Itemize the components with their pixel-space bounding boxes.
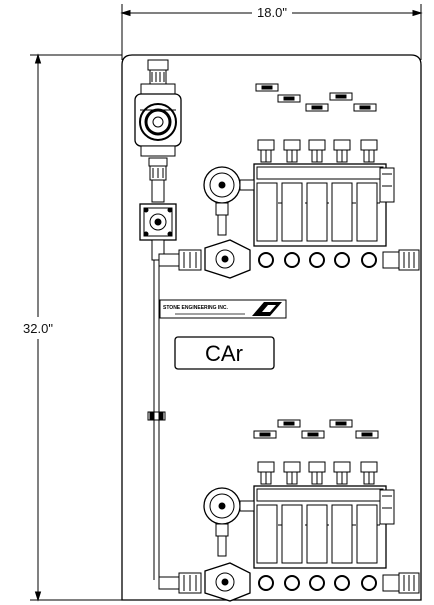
width-dimension: 18.0" bbox=[120, 4, 423, 60]
panel-outline bbox=[121, 54, 422, 601]
width-dimension-label: 18.0" bbox=[257, 5, 287, 20]
lower-manifold-body bbox=[253, 485, 395, 569]
company-logo-plate: STONE ENGINEERING INC. bbox=[159, 299, 287, 319]
upper-gauge bbox=[203, 166, 255, 236]
height-dimension: 32.0" bbox=[23, 53, 122, 602]
company-logo-text: STONE ENGINEERING INC. bbox=[163, 305, 229, 311]
lower-mounting-clips bbox=[253, 419, 379, 439]
filter-block bbox=[139, 203, 177, 261]
vertical-supply-line bbox=[147, 260, 166, 580]
lower-gauge bbox=[203, 487, 255, 557]
gas-name-plate: CAr bbox=[174, 336, 275, 370]
pressure-regulator bbox=[134, 83, 182, 157]
connector-fitting bbox=[148, 157, 168, 203]
height-dimension-label: 32.0" bbox=[23, 321, 53, 336]
upper-valve-row bbox=[158, 239, 420, 279]
upper-mounting-clips bbox=[255, 83, 377, 112]
lower-outlet-fittings bbox=[257, 461, 378, 485]
lower-valve-row bbox=[158, 562, 420, 602]
upper-manifold-body bbox=[253, 163, 395, 247]
upper-outlet-fittings bbox=[257, 139, 378, 163]
inlet-fitting bbox=[147, 59, 169, 85]
gas-name-label: CAr bbox=[205, 341, 243, 366]
